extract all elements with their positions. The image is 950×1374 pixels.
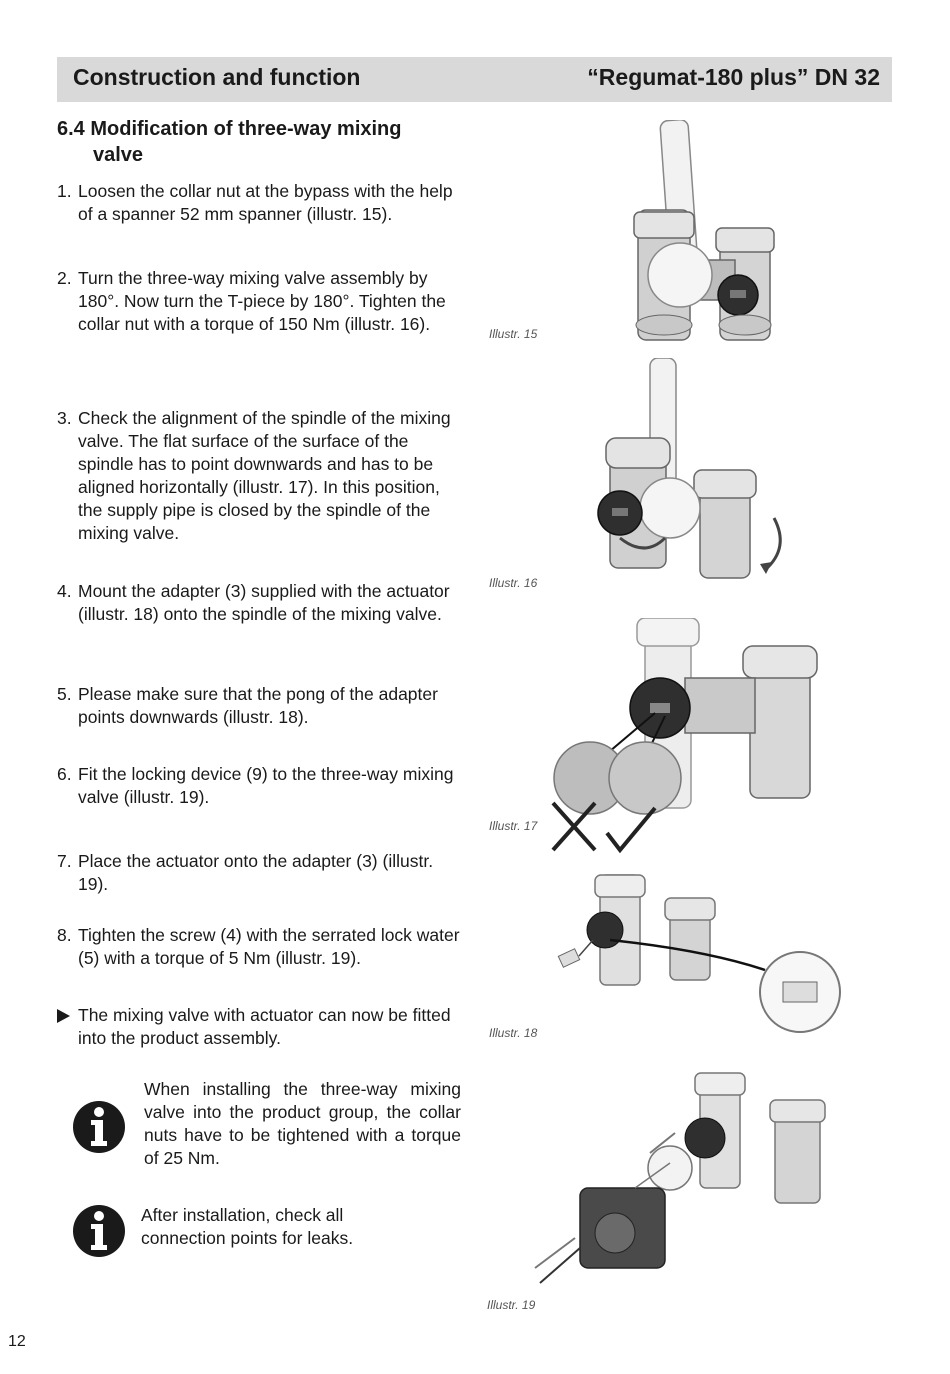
caption-illustr-16: Illustr. 16 bbox=[489, 576, 538, 590]
section-title: 6.4 Modification of three-way mixing val… bbox=[57, 116, 467, 168]
result-text: The mixing valve with actuator can now b… bbox=[78, 1005, 451, 1048]
result-arrow-icon bbox=[57, 1009, 70, 1023]
illustration-18-adapter-mount bbox=[557, 874, 841, 1033]
result-step: The mixing valve with actuator can now b… bbox=[57, 1004, 467, 1050]
info-note-1: When installing the three-way mixing val… bbox=[144, 1079, 461, 1168]
step-number: 4. bbox=[57, 581, 72, 601]
illustration-16-valve-rotate bbox=[597, 358, 782, 579]
step-text: Place the actuator onto the adapter (3) … bbox=[78, 851, 434, 894]
step-8: 8. Tighten the screw (4) with the serrat… bbox=[57, 924, 467, 970]
step-2: 2. Turn the three-way mixing valve assem… bbox=[57, 267, 467, 336]
illustration-17-spindle-alignment bbox=[551, 618, 818, 854]
step-number: 3. bbox=[57, 408, 72, 428]
header-right-title: “Regumat-180 plus” DN 32 bbox=[587, 64, 880, 90]
step-text: Check the alignment of the spindle of th… bbox=[78, 408, 451, 543]
step-5: 5. Please make sure that the pong of the… bbox=[57, 683, 467, 729]
step-number: 2. bbox=[57, 268, 72, 288]
section-title-line1: 6.4 Modification of three-way mixing bbox=[57, 118, 402, 140]
step-number: 1. bbox=[57, 181, 72, 201]
step-text: Fit the locking device (9) to the three-… bbox=[78, 764, 454, 807]
step-6: 6. Fit the locking device (9) to the thr… bbox=[57, 763, 467, 809]
step-number: 7. bbox=[57, 851, 72, 871]
step-text: Tighten the screw (4) with the serrated … bbox=[78, 925, 460, 968]
step-text: Loosen the collar nut at the bypass with… bbox=[78, 181, 453, 224]
step-number: 6. bbox=[57, 764, 72, 784]
illustration-15-valve-spanner bbox=[633, 120, 775, 341]
info-icon bbox=[73, 1101, 125, 1153]
header-left-title: Construction and function bbox=[73, 64, 361, 90]
page-number: 12 bbox=[8, 1333, 26, 1350]
step-text: Turn the three-way mixing valve assembly… bbox=[78, 268, 446, 334]
info-note-2: After installation, check all connection… bbox=[141, 1205, 354, 1248]
step-text: Please make sure that the pong of the ad… bbox=[78, 684, 438, 727]
step-text: Mount the adapter (3) supplied with the … bbox=[78, 581, 450, 624]
step-4: 4. Mount the adapter (3) supplied with t… bbox=[57, 580, 467, 626]
section-title-line2: valve bbox=[93, 144, 144, 166]
header-bar: Construction and function “Regumat-180 p… bbox=[57, 57, 892, 102]
caption-illustr-18: Illustr. 18 bbox=[489, 1026, 538, 1040]
caption-illustr-15: Illustr. 15 bbox=[489, 327, 538, 341]
caption-illustr-17: Illustr. 17 bbox=[489, 819, 538, 833]
step-7: 7. Place the actuator onto the adapter (… bbox=[57, 850, 467, 896]
step-number: 5. bbox=[57, 684, 72, 704]
step-number: 8. bbox=[57, 925, 72, 945]
info-icon bbox=[73, 1205, 125, 1257]
step-1: 1. Loosen the collar nut at the bypass w… bbox=[57, 180, 467, 226]
step-3: 3. Check the alignment of the spindle of… bbox=[57, 407, 467, 545]
illustration-19-actuator-assembly bbox=[534, 1072, 826, 1284]
caption-illustr-19: Illustr. 19 bbox=[487, 1298, 536, 1312]
